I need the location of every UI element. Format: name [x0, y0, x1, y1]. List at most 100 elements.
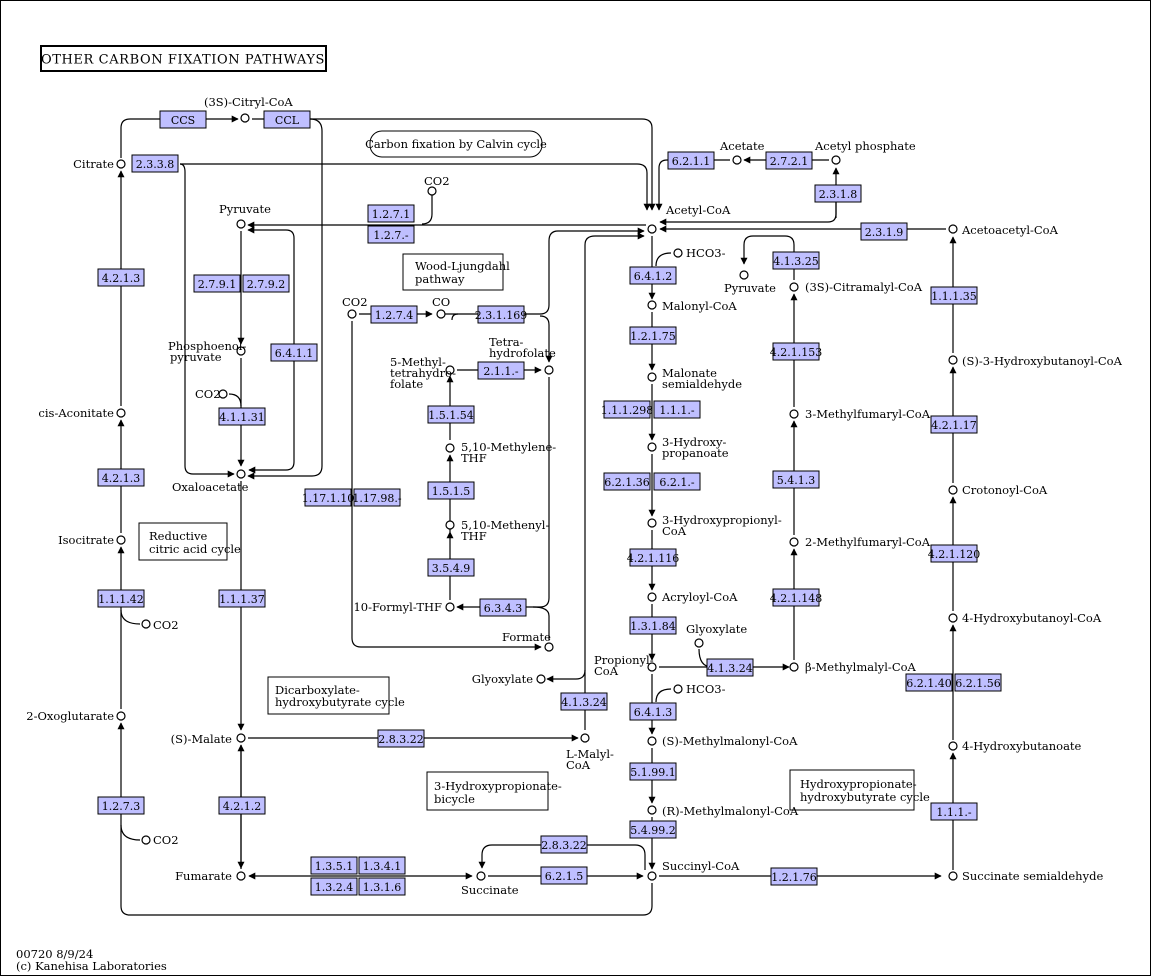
- compound-node[interactable]: [647, 871, 657, 881]
- compound-node[interactable]: [647, 372, 657, 382]
- enzyme-2-8-3-22-succinate[interactable]: 2.8.3.22: [540, 835, 588, 854]
- enzyme-4-2-1-3-upper[interactable]: 4.2.1.3: [97, 268, 145, 287]
- compound-node[interactable]: [116, 159, 126, 169]
- enzyme-1-1-1-35[interactable]: 1.1.1.35: [930, 286, 978, 305]
- compound-node[interactable]: [739, 270, 749, 280]
- enzyme-5-4-1-3[interactable]: 5.4.1.3: [772, 470, 820, 489]
- compound-node[interactable]: [647, 805, 657, 815]
- compound-node[interactable]: [831, 155, 841, 165]
- compound-node[interactable]: [948, 871, 958, 881]
- compound-node[interactable]: [647, 224, 657, 234]
- compound-node[interactable]: [647, 518, 657, 528]
- enzyme-1-5-1-54[interactable]: 1.5.1.54: [427, 405, 475, 424]
- compound-node[interactable]: [948, 355, 958, 365]
- enzyme-2-3-3-8[interactable]: 2.3.3.8: [131, 154, 179, 173]
- enzyme-6-4-1-1[interactable]: 6.4.1.1: [270, 343, 318, 362]
- compound-node[interactable]: [647, 736, 657, 746]
- enzyme-5-4-99-2[interactable]: 5.4.99.2: [629, 820, 677, 839]
- enzyme-2-3-1-9[interactable]: 2.3.1.9: [860, 222, 908, 241]
- enzyme-6-2-1-56[interactable]: 6.2.1.56: [954, 673, 1002, 692]
- enzyme-1-2-7-1[interactable]: 1.2.7.1: [367, 204, 415, 223]
- compound-node[interactable]: [218, 389, 228, 399]
- enzyme-1-3-2-4[interactable]: 1.3.2.4: [310, 877, 358, 896]
- enzyme-5-1-99-1[interactable]: 5.1.99.1: [629, 762, 677, 781]
- enzyme-4-1-3-24-left[interactable]: 4.1.3.24: [560, 692, 608, 711]
- compound-node[interactable]: [445, 520, 455, 530]
- enzyme-1-2-7-4[interactable]: 1.2.7.4: [370, 305, 418, 324]
- map-link-calvin-cycle[interactable]: Carbon fixation by Calvin cycle: [365, 130, 547, 158]
- enzyme-1-2-1-76[interactable]: 1.2.1.76: [770, 867, 818, 886]
- compound-node[interactable]: [240, 113, 250, 123]
- compound-node[interactable]: [789, 662, 799, 672]
- enzyme-2-8-3-22-malate[interactable]: 2.8.3.22: [377, 729, 425, 748]
- compound-node[interactable]: [347, 309, 357, 319]
- compound-node[interactable]: [236, 346, 246, 356]
- enzyme-2-7-9-1[interactable]: 2.7.9.1: [193, 274, 241, 293]
- compound-node[interactable]: [948, 741, 958, 751]
- enzyme-1-1-1-x-right[interactable]: 1.1.1.-: [930, 802, 978, 821]
- enzyme-ccl[interactable]: CCL: [263, 110, 311, 129]
- map-link-wood-ljungdahl[interactable]: Wood-Ljungdahl pathway: [402, 253, 510, 291]
- compound-node[interactable]: [436, 309, 446, 319]
- enzyme-3-5-4-9[interactable]: 3.5.4.9: [427, 558, 475, 577]
- enzyme-4-2-1-153[interactable]: 4.2.1.153: [770, 342, 822, 361]
- compound-node[interactable]: [236, 871, 246, 881]
- compound-node[interactable]: [673, 248, 683, 258]
- enzyme-4-2-1-2[interactable]: 4.2.1.2: [218, 796, 266, 815]
- enzyme-1-3-5-1[interactable]: 1.3.5.1: [310, 856, 358, 875]
- enzyme-6-4-1-3[interactable]: 6.4.1.3: [629, 702, 677, 721]
- compound-node[interactable]: [789, 282, 799, 292]
- compound-node[interactable]: [445, 443, 455, 453]
- compound-node[interactable]: [427, 186, 437, 196]
- enzyme-1-3-1-6[interactable]: 1.3.1.6: [358, 877, 406, 896]
- enzyme-1-1-1-42[interactable]: 1.1.1.42: [97, 589, 145, 608]
- compound-node[interactable]: [789, 409, 799, 419]
- enzyme-ccs[interactable]: CCS: [159, 110, 207, 129]
- compound-node[interactable]: [948, 485, 958, 495]
- enzyme-1-3-1-84[interactable]: 1.3.1.84: [629, 616, 677, 635]
- enzyme-6-2-1-1[interactable]: 6.2.1.1: [667, 151, 715, 170]
- enzyme-6-2-1-x[interactable]: 6.2.1.-: [653, 472, 701, 491]
- enzyme-6-2-1-5[interactable]: 6.2.1.5: [540, 866, 588, 885]
- map-link-3-hydroxypropionate-bicycle[interactable]: 3-Hydroxypropionate- bicycle: [426, 771, 562, 811]
- compound-node[interactable]: [445, 365, 455, 375]
- enzyme-1-1-1-298[interactable]: 1.1.1.298: [601, 400, 653, 419]
- map-link-dicarboxylate[interactable]: Dicarboxylate- hydroxybutyrate cycle: [267, 676, 405, 715]
- compound-node[interactable]: [580, 733, 590, 743]
- enzyme-1-2-7-x[interactable]: 1.2.7.-: [367, 225, 415, 244]
- compound-node[interactable]: [116, 711, 126, 721]
- compound-node[interactable]: [141, 835, 151, 845]
- enzyme-4-2-1-120[interactable]: 4.2.1.120: [928, 544, 980, 563]
- enzyme-2-7-2-1[interactable]: 2.7.2.1: [765, 151, 813, 170]
- enzyme-2-7-9-2[interactable]: 2.7.9.2: [242, 274, 290, 293]
- compound-node[interactable]: [948, 224, 958, 234]
- compound-node[interactable]: [948, 613, 958, 623]
- compound-node[interactable]: [236, 469, 246, 479]
- enzyme-6-4-1-2[interactable]: 6.4.1.2: [629, 266, 677, 285]
- compound-node[interactable]: [732, 155, 742, 165]
- enzyme-2-3-1-8[interactable]: 2.3.1.8: [814, 184, 862, 203]
- enzyme-4-2-1-17[interactable]: 4.2.1.17: [930, 415, 978, 434]
- compound-node[interactable]: [116, 408, 126, 418]
- compound-node[interactable]: [236, 219, 246, 229]
- compound-node[interactable]: [647, 442, 657, 452]
- enzyme-2-3-1-169[interactable]: 2.3.1.169: [475, 305, 527, 324]
- enzyme-6-2-1-40[interactable]: 6.2.1.40: [905, 673, 953, 692]
- compound-node[interactable]: [647, 300, 657, 310]
- compound-node[interactable]: [476, 871, 486, 881]
- compound-node[interactable]: [694, 638, 704, 648]
- compound-node[interactable]: [789, 537, 799, 547]
- enzyme-1-1-1-37[interactable]: 1.1.1.37: [218, 589, 266, 608]
- enzyme-4-2-1-116[interactable]: 4.2.1.116: [627, 548, 679, 567]
- compound-node[interactable]: [647, 662, 657, 672]
- enzyme-4-1-1-31[interactable]: 4.1.1.31: [218, 407, 266, 426]
- enzyme-4-1-3-24-right[interactable]: 4.1.3.24: [706, 658, 754, 677]
- enzyme-6-2-1-36[interactable]: 6.2.1.36: [603, 472, 651, 491]
- compound-node[interactable]: [116, 535, 126, 545]
- compound-node[interactable]: [236, 733, 246, 743]
- enzyme-1-2-7-3[interactable]: 1.2.7.3: [97, 796, 145, 815]
- map-link-reductive-citric-acid[interactable]: Reductive citric acid cycle: [138, 522, 241, 561]
- enzyme-1-17-1-10[interactable]: 1.17.1.10: [302, 488, 354, 507]
- enzyme-4-2-1-3-lower[interactable]: 4.2.1.3: [97, 468, 145, 487]
- enzyme-1-17-98-x[interactable]: 1.17.98.-: [352, 488, 402, 507]
